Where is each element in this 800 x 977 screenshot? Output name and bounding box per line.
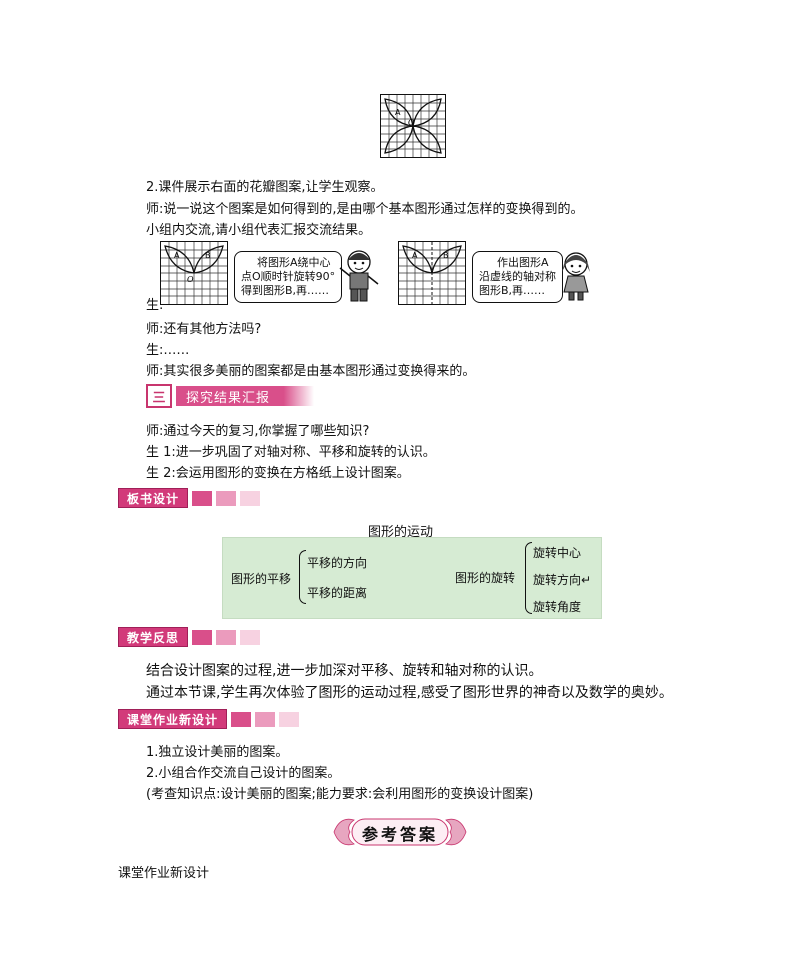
speech-bubble-right: 作出图形A 沿虚线的轴对称 图形B,再……: [472, 251, 563, 303]
sheng-label: 生:: [146, 298, 164, 313]
answer-banner-ornament-icon: [333, 818, 467, 846]
reflection-grid-svg: A B: [399, 242, 465, 304]
board-right-item: 旋转方向↵: [533, 573, 592, 587]
girl-cartoon-icon: [556, 250, 596, 306]
reflection-1: 结合设计图案的过程,进一步加深对平移、旋转和轴对称的认识。: [146, 663, 543, 679]
board-left-item: 平移的方向: [307, 556, 368, 570]
section-3-header: 三 探究结果汇报: [146, 384, 315, 408]
right-brace: [525, 542, 532, 614]
board-right-item: 旋转角度: [533, 600, 582, 614]
board-right-root: 图形的旋转: [455, 571, 516, 585]
line-6: 师:其实很多美丽的图案都是由基本图形通过变换得来的。: [146, 364, 476, 379]
footer-heading: 课堂作业新设计: [118, 866, 210, 881]
rotation-grid-svg: A B O: [161, 242, 227, 304]
tag-label: 教学反思: [118, 627, 189, 647]
deco-square: [192, 490, 213, 506]
reference-answer-banner: 参考答案: [330, 812, 470, 852]
left-brace: [299, 550, 306, 604]
board-right-item: 旋转中心: [533, 546, 582, 560]
tag-board-design: 板书设计: [118, 488, 261, 508]
bubble-line: 沿虚线的轴对称: [479, 270, 556, 283]
label-o: O: [408, 118, 415, 127]
reflection-2: 通过本节课,学生再次体验了图形的运动过程,感受了图形世界的神奇以及数学的奥妙。: [146, 685, 673, 701]
tag-label: 课堂作业新设计: [118, 709, 228, 729]
line-1: 2.课件展示右面的花瓣图案,让学生观察。: [146, 180, 384, 195]
label-o: O: [187, 275, 194, 284]
speech-bubble-left: 将图形A绕中心 点O顺时针旋转90° 得到图形B,再……: [234, 251, 343, 303]
board-title: 图形的运动: [368, 525, 434, 540]
bubble-line: 点O顺时针旋转90°: [241, 270, 336, 283]
deco-square: [192, 629, 213, 645]
bubble-line: 图形B,再……: [479, 284, 546, 297]
deco-square: [255, 711, 276, 727]
deco-square: [240, 490, 261, 506]
flower-pattern-figure: A O: [380, 94, 446, 158]
flower-grid-svg: A O: [381, 95, 445, 157]
tag-teaching-reflection: 教学反思: [118, 627, 261, 647]
board-left-item: 平移的距离: [307, 586, 368, 600]
homework-1: 1.独立设计美丽的图案。: [146, 745, 289, 760]
line-3: 小组内交流,请小组代表汇报交流结果。: [146, 223, 372, 238]
homework-3: (考查知识点:设计美丽的图案;能力要求:会利用图形的变换设计图案): [146, 787, 534, 802]
rotation-grid-figure: A B O: [160, 241, 228, 305]
reflection-grid-figure: A B: [398, 241, 466, 305]
homework-2: 2.小组合作交流自己设计的图案。: [146, 766, 341, 781]
bubble-line: 作出图形A: [497, 256, 549, 269]
section-title: 探究结果汇报: [176, 386, 315, 406]
line-2: 师:说一说这个图案是如何得到的,是由哪个基本图形通过怎样的变换得到的。: [146, 202, 584, 217]
board-left-root: 图形的平移: [231, 572, 292, 586]
deco-square: [240, 629, 261, 645]
deco-square: [216, 490, 237, 506]
line-4: 师:还有其他方法吗?: [146, 322, 262, 337]
label-a: A: [395, 108, 401, 117]
tag-homework-design: 课堂作业新设计: [118, 709, 300, 729]
deco-square: [216, 629, 237, 645]
bubble-line: 将图形A绕中心: [257, 256, 331, 269]
line-7: 师:通过今天的复习,你掌握了哪些知识?: [146, 424, 370, 439]
label-b: B: [205, 251, 211, 260]
bubble-line: 得到图形B,再……: [241, 284, 330, 297]
label-b: B: [443, 251, 449, 260]
tag-label: 板书设计: [118, 488, 189, 508]
answer-title: 参考答案: [361, 825, 438, 844]
board-diagram: 图形的平移 平移的方向 平移的距离 图形的旋转 旋转中心 旋转方向↵ 旋转角度: [222, 537, 602, 619]
deco-square: [231, 711, 252, 727]
deco-square: [279, 711, 300, 727]
section-number: 三: [146, 384, 172, 408]
boy-cartoon-icon: [334, 248, 384, 308]
line-5: 生:……: [146, 343, 190, 358]
line-9: 生 2:会运用图形的变换在方格纸上设计图案。: [146, 466, 410, 481]
label-a: A: [412, 251, 418, 260]
label-a: A: [174, 251, 180, 260]
line-8: 生 1:进一步巩固了对轴对称、平移和旋转的认识。: [146, 445, 436, 460]
